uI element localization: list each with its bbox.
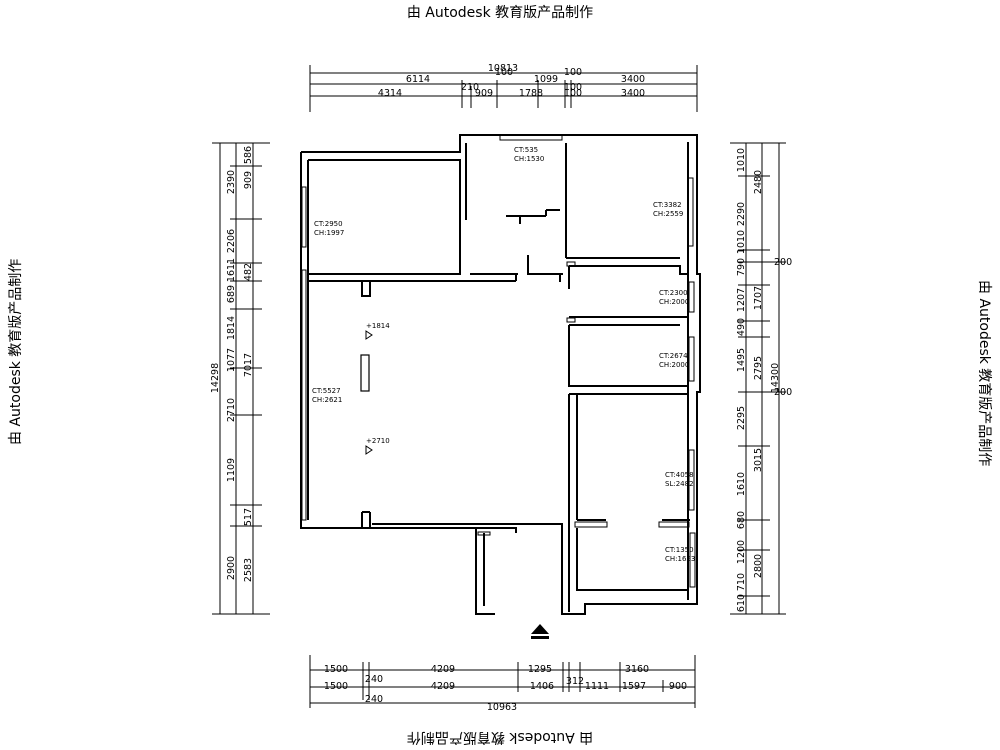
dim-top-909: 909 bbox=[475, 88, 493, 99]
dim-bottom-1111: 1111 bbox=[585, 681, 609, 692]
room-label-bath2-ch: CH:1653 bbox=[665, 555, 695, 563]
room-label-living-ct: CT:5527 bbox=[312, 387, 341, 395]
bottom-dimensions bbox=[309, 655, 696, 708]
dim-bottom-1295: 1295 bbox=[528, 664, 552, 675]
dim-left-2583: 2583 bbox=[243, 558, 254, 582]
dim-left-689: 689 bbox=[226, 285, 237, 303]
dim-right-680: 680 bbox=[736, 511, 747, 529]
dim-bottom-1597: 1597 bbox=[622, 681, 646, 692]
dim-right-2480: 2480 bbox=[753, 170, 764, 194]
dim-right-200a: 200 bbox=[774, 257, 792, 268]
dim-top-1788: 1788 bbox=[519, 88, 543, 99]
dim-left-482: 482 bbox=[243, 263, 254, 281]
dim-right-total: 14300 bbox=[770, 363, 781, 393]
dim-right-2295: 2295 bbox=[736, 406, 747, 430]
dim-top-1099: 1099 bbox=[534, 74, 558, 85]
dim-top-total: 10813 bbox=[488, 63, 518, 74]
dim-left-2710: 2710 bbox=[226, 398, 237, 422]
room-label-bath1-ct: CT:2300 bbox=[659, 289, 688, 297]
right-dimension-labels: 1010 2290 1010 790 1207 490 1495 2295 16… bbox=[736, 148, 792, 612]
dim-top-100a: 100 bbox=[495, 67, 513, 78]
dim-bottom-240a: 240 bbox=[365, 674, 383, 685]
dim-left-1109: 1109 bbox=[226, 458, 237, 482]
room-labels: CT:2950 CH:1997 CT:535 CH:1530 CT:3382 C… bbox=[312, 146, 695, 563]
right-dimensions bbox=[730, 142, 786, 615]
room-label-bedroom2-ch: CH:2559 bbox=[653, 210, 683, 218]
dim-bottom-total: 10963 bbox=[487, 702, 517, 713]
dim-right-490: 490 bbox=[736, 318, 747, 336]
dim-right-2800: 2800 bbox=[753, 554, 764, 578]
room-label-master-sl: SL:2482 bbox=[665, 480, 694, 488]
dim-left-1611: 1611 bbox=[226, 258, 237, 282]
dim-top-4314: 4314 bbox=[378, 88, 402, 99]
dim-left-total: 14298 bbox=[210, 363, 221, 393]
dim-bottom-1500b: 1500 bbox=[324, 681, 348, 692]
dim-left-2900: 2900 bbox=[226, 556, 237, 580]
dim-right-610: 610 bbox=[736, 594, 747, 612]
room-label-bath1-ch: CH:2000 bbox=[659, 298, 689, 306]
dim-top-100d: 100 bbox=[564, 88, 582, 99]
room-label-bedroom3-ch: CH:2000 bbox=[659, 361, 689, 369]
dim-right-1707: 1707 bbox=[753, 286, 764, 310]
dim-right-790: 790 bbox=[736, 258, 747, 276]
dim-bottom-1406: 1406 bbox=[530, 681, 554, 692]
bottom-dimension-labels: 1500 4209 1295 3160 240 1500 4209 1406 3… bbox=[324, 664, 687, 713]
dim-right-3015: 3015 bbox=[753, 448, 764, 472]
dim-top-100b: 100 bbox=[564, 67, 582, 78]
dim-bottom-312: 312 bbox=[566, 676, 584, 687]
dim-right-710: 710 bbox=[736, 573, 747, 591]
dim-right-2290: 2290 bbox=[736, 202, 747, 226]
dim-right-2795: 2795 bbox=[753, 356, 764, 380]
left-dimension-labels: 14298 2390 2206 1611 689 1814 1077 2710 … bbox=[210, 146, 254, 582]
dim-right-1010a: 1010 bbox=[736, 148, 747, 172]
room-label-living-ch: CH:2621 bbox=[312, 396, 342, 404]
dim-left-7017: 7017 bbox=[243, 353, 254, 377]
room-label-master-ct: CT:4058 bbox=[665, 471, 694, 479]
entrance-arrow-icon bbox=[531, 624, 549, 639]
room-label-bedroom1-ct: CT:2950 bbox=[314, 220, 343, 228]
dim-top-210: 210 bbox=[461, 82, 479, 93]
dim-top-3400a: 3400 bbox=[621, 74, 645, 85]
top-dimensions bbox=[309, 65, 698, 112]
top-dimension-labels: 10813 100 100 6114 1099 3400 210 100 431… bbox=[378, 63, 645, 99]
watermark-top: 由 Autodesk 教育版产品制作 bbox=[406, 5, 594, 21]
dim-right-1495: 1495 bbox=[736, 348, 747, 372]
dim-right-1610: 1610 bbox=[736, 472, 747, 496]
dim-right-1207: 1207 bbox=[736, 288, 747, 312]
dim-left-517: 517 bbox=[243, 508, 254, 526]
dim-left-909: 909 bbox=[243, 171, 254, 189]
room-label-bedroom3-ct: CT:2674 bbox=[659, 352, 688, 360]
door-marks bbox=[477, 261, 690, 536]
dim-left-2206: 2206 bbox=[226, 229, 237, 253]
dim-right-200b: 200 bbox=[774, 387, 792, 398]
level-marker-1814: +1814 bbox=[366, 322, 390, 330]
room-label-bath2-ct: CT:1350 bbox=[665, 546, 694, 554]
dim-left-2390: 2390 bbox=[226, 170, 237, 194]
room-label-kitchen-ct: CT:535 bbox=[514, 146, 538, 154]
dim-top-3400b: 3400 bbox=[621, 88, 645, 99]
room-label-bedroom1-ch: CH:1997 bbox=[314, 229, 344, 237]
dim-left-1814: 1814 bbox=[226, 316, 237, 340]
dim-left-1077: 1077 bbox=[226, 348, 237, 372]
dim-bottom-4209a: 4209 bbox=[431, 664, 455, 675]
left-dimensions bbox=[212, 142, 270, 615]
dim-bottom-900: 900 bbox=[669, 681, 687, 692]
dim-right-1010b: 1010 bbox=[736, 230, 747, 254]
dim-bottom-4209b: 4209 bbox=[431, 681, 455, 692]
dim-top-100c: 100 bbox=[564, 82, 582, 93]
dim-bottom-3160: 3160 bbox=[625, 664, 649, 675]
level-marker-2710: +2710 bbox=[366, 437, 390, 445]
dim-bottom-1500a: 1500 bbox=[324, 664, 348, 675]
room-label-kitchen-ch: CH:1530 bbox=[514, 155, 544, 163]
dim-left-586: 586 bbox=[243, 146, 254, 164]
dim-right-1200: 1200 bbox=[736, 540, 747, 564]
room-label-bedroom2-ct: CT:3382 bbox=[653, 201, 682, 209]
level-markers: +1814 +2710 bbox=[365, 322, 390, 455]
windows bbox=[301, 134, 696, 588]
dim-top-6114: 6114 bbox=[406, 74, 430, 85]
dim-bottom-240b: 240 bbox=[365, 694, 383, 705]
